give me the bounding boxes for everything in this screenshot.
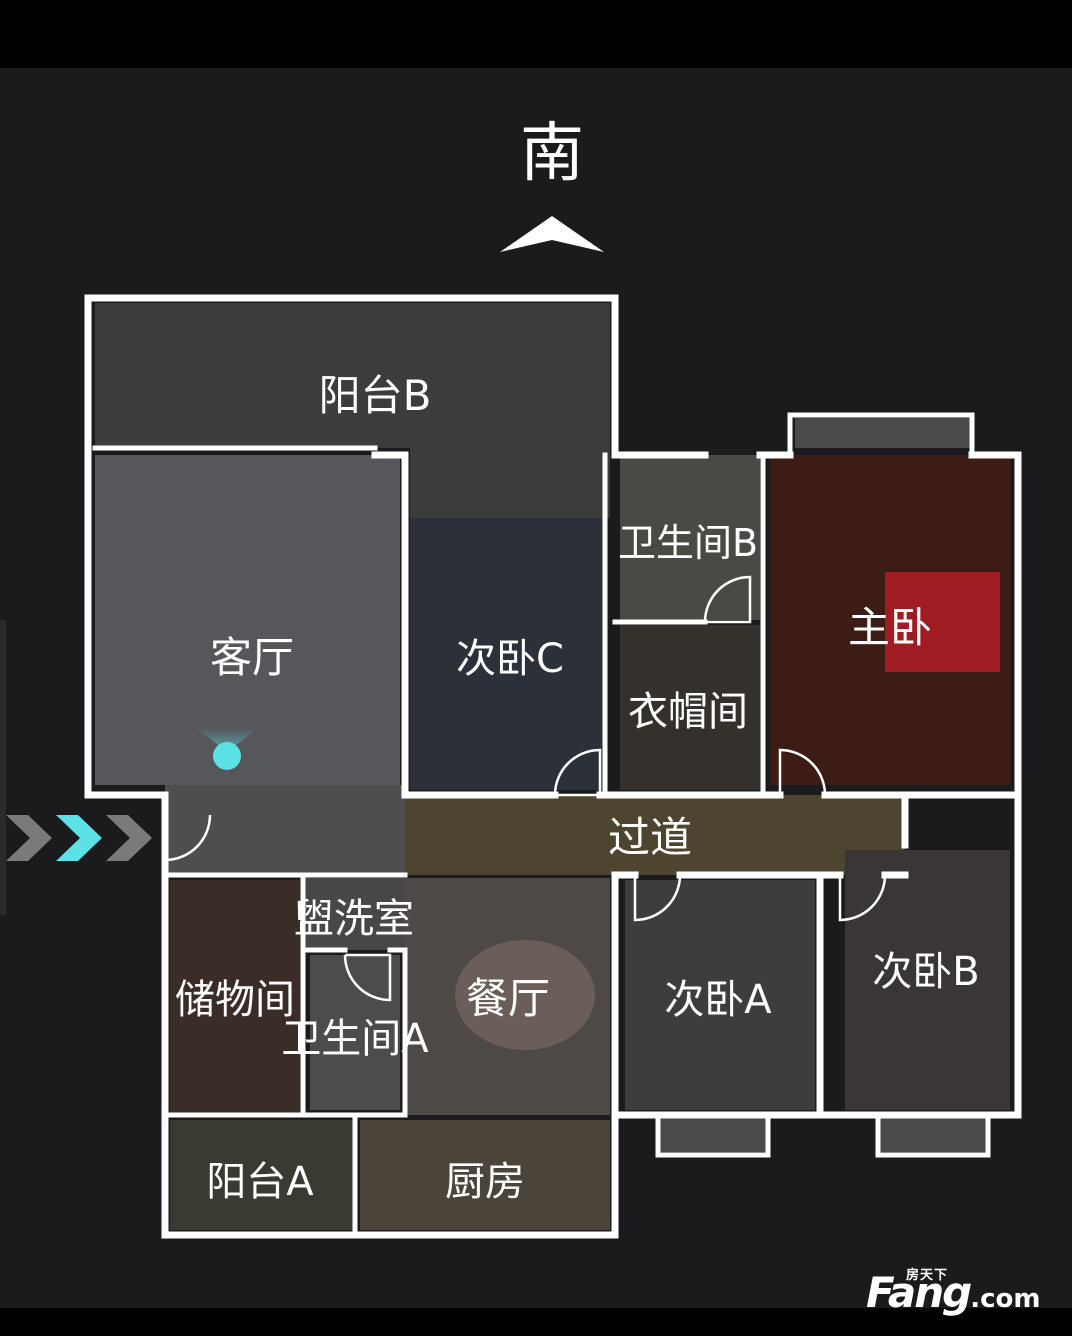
wall-west-outline xyxy=(84,294,619,1239)
label-balcony-b: 阳台B xyxy=(319,371,432,420)
entry-chevron-1-icon xyxy=(6,815,52,861)
wall-bedroom-a-bay xyxy=(655,1112,771,1158)
wall-living-east xyxy=(371,451,409,799)
watermark-cn-text: 房天下 xyxy=(906,1268,949,1283)
wall-south-top xyxy=(84,294,619,459)
label-bedroom-b: 次卧B xyxy=(872,949,979,995)
bathroom-b-floor xyxy=(620,455,760,620)
bedroom-a-bay-floor xyxy=(660,1112,770,1152)
bedroom-b-door-icon xyxy=(838,874,887,922)
label-master-bedroom: 主卧 xyxy=(848,603,932,652)
label-bedroom-c: 次卧C xyxy=(456,636,564,682)
bedroom-b-bay-floor xyxy=(880,1112,990,1152)
cloakroom-floor xyxy=(620,625,760,790)
dining-table xyxy=(455,940,595,1050)
label-bathroom-a: 卫生间A xyxy=(281,1016,429,1062)
master-bedroom-door-icon xyxy=(778,748,827,796)
label-bedroom-a: 次卧A xyxy=(664,977,772,1023)
storage-room-floor xyxy=(170,880,300,1115)
label-kitchen: 厨房 xyxy=(445,1159,525,1205)
doors xyxy=(163,575,887,1002)
corridor-floor xyxy=(405,795,905,875)
bedroom-c-door-icon xyxy=(553,748,602,797)
compass-north-arrow-icon xyxy=(500,216,604,252)
walls xyxy=(84,294,1022,1239)
compass-south-label: 南 xyxy=(520,117,584,191)
label-storage-room: 储物间 xyxy=(175,977,295,1023)
fang-watermark-logo: 房天下 Fang.com xyxy=(866,1262,1056,1322)
entrance-door-icon xyxy=(163,814,212,862)
room-fills xyxy=(95,303,1010,1230)
entry-arrows xyxy=(6,815,152,861)
wall-master-east xyxy=(968,451,1022,799)
bedroom-a-floor xyxy=(625,880,815,1110)
watermark-brand: Fang xyxy=(866,1268,972,1317)
label-dining-room: 餐厅 xyxy=(466,974,550,1023)
master-bay-window-floor xyxy=(795,418,970,448)
entry-chevron-3-icon xyxy=(106,815,152,861)
entry-floor xyxy=(165,785,405,875)
watermark-en-text: Fang.com xyxy=(866,1268,1040,1317)
label-washroom: 盥洗室 xyxy=(294,896,414,942)
bedroom-b-floor xyxy=(845,850,1010,1110)
bathroom-a-floor xyxy=(310,955,400,1110)
left-edge-tab xyxy=(0,620,6,915)
view-direction-cone xyxy=(196,728,258,752)
bathroom-a-door-icon xyxy=(343,953,392,1002)
wall-bathroom-a-east xyxy=(387,947,408,1118)
viewpoint-marker[interactable] xyxy=(213,742,241,770)
watermark-domain: .com xyxy=(970,1284,1041,1314)
balcony-b-extension-floor xyxy=(410,448,610,518)
label-corridor: 过道 xyxy=(608,813,692,862)
label-cloakroom: 衣帽间 xyxy=(628,689,748,735)
entry-chevron-2-icon xyxy=(56,815,102,861)
balcony-b-floor xyxy=(95,303,610,448)
bedroom-a-door-icon xyxy=(633,874,682,922)
master-bed-cover xyxy=(885,572,1000,672)
washroom-floor xyxy=(305,878,405,950)
wall-master-bay xyxy=(787,412,975,458)
bedroom-c-floor xyxy=(410,518,605,790)
bathroom-b-door-icon xyxy=(703,575,752,624)
balcony-a-floor xyxy=(170,1120,355,1230)
room-labels: 阳台B 客厅 次卧C 卫生间B 衣帽间 主卧 过道 盥洗室 储物间 卫生间A 餐… xyxy=(175,371,980,1205)
label-balcony-a: 阳台A xyxy=(206,1159,314,1205)
wall-bedroom-b-bay xyxy=(875,1112,991,1158)
label-living-room: 客厅 xyxy=(210,633,294,682)
kitchen-floor xyxy=(360,1120,610,1230)
label-bathroom-b: 卫生间B xyxy=(618,521,758,565)
